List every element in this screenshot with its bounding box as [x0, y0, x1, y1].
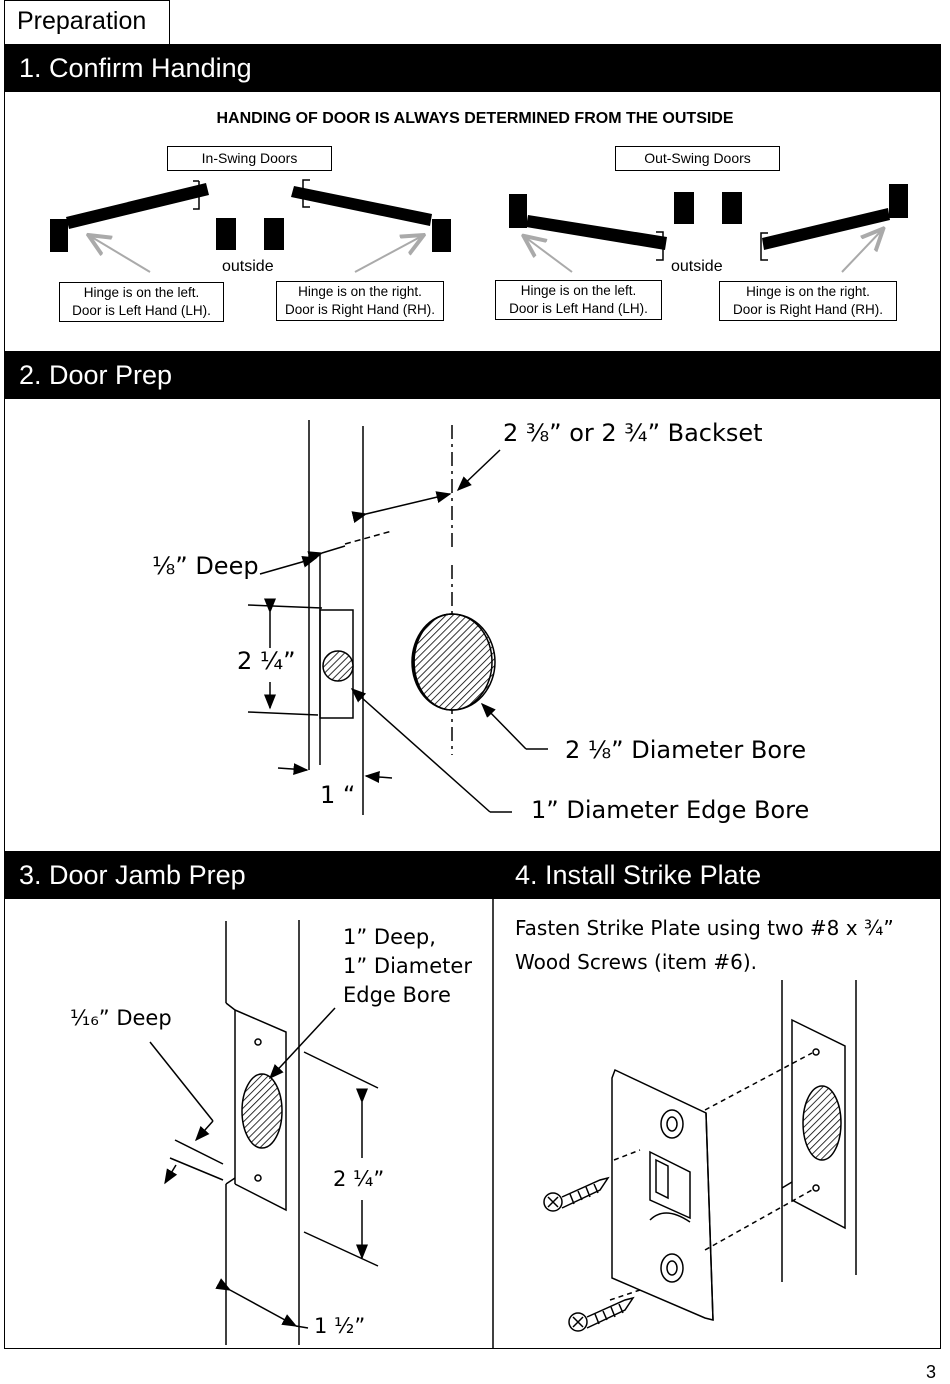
lh-note-line2: Door is Left Hand (LH).: [72, 303, 211, 318]
instruction-line1: Fasten Strike Plate using two #8 x ¾”: [515, 916, 894, 940]
section-header-confirm-handing: 1. Confirm Handing: [4, 44, 941, 92]
lh-note-line1: Hinge is on the left.: [83, 285, 200, 300]
preparation-tab: Preparation: [4, 0, 170, 44]
one-inch-label: 1 “: [320, 781, 356, 809]
out-swing-rh-diagram: [760, 184, 908, 273]
edge-bore-line3: Edge Bore: [343, 983, 451, 1007]
out-swing-label: Out-Swing Doors: [615, 146, 780, 171]
rh-note-line1: Hinge is on the right.: [746, 284, 870, 299]
jamb-width-label: 1 ½”: [314, 1314, 366, 1338]
out-swing-lh-diagram: [509, 194, 667, 273]
in-swing-lh-note: Hinge is on the left. Door is Left Hand …: [59, 282, 224, 322]
in-swing-jambs: [216, 218, 284, 250]
wood-screw-top: [543, 1176, 610, 1212]
jamb-edge-bore-label: 1” Deep, 1” Diameter Edge Bore: [343, 923, 472, 1010]
deep-label: ⅛” Deep: [152, 552, 259, 580]
rh-note-line2: Door is Right Hand (RH).: [732, 302, 884, 317]
rh-note-line2: Door is Right Hand (RH).: [284, 302, 436, 317]
handing-heading: HANDING OF DOOR IS ALWAYS DETERMINED FRO…: [216, 110, 734, 127]
in-swing-rh-note: Hinge is on the right. Door is Right Han…: [276, 281, 444, 321]
height-label: 2 ¼”: [237, 647, 296, 675]
edge-bore-line2: 1” Diameter: [343, 954, 472, 978]
strike-plate-diagram: [543, 980, 857, 1332]
in-swing-label: In-Swing Doors: [167, 146, 332, 171]
in-swing-lh-diagram: [50, 180, 209, 273]
in-swing-rh-diagram: [291, 179, 451, 273]
door-jamb-diagram: [149, 920, 379, 1345]
wood-screw-bottom: [568, 1296, 635, 1332]
page-number: 3: [926, 1362, 937, 1382]
section-header-door-prep: 2. Door Prep: [4, 351, 941, 399]
edge-bore-line1: 1” Deep,: [343, 925, 436, 949]
bore-label: 2 ⅛” Diameter Bore: [565, 736, 807, 764]
jamb-deep-label: ¹⁄₁₆” Deep: [70, 1006, 172, 1030]
section-header-install-strike-plate: 4. Install Strike Plate: [499, 851, 941, 899]
out-swing-lh-note: Hinge is on the left. Door is Left Hand …: [495, 280, 662, 320]
outside-label-in-swing: outside: [222, 258, 274, 275]
rh-note-line1: Hinge is on the right.: [298, 284, 422, 299]
out-swing-rh-note: Hinge is on the right. Door is Right Han…: [719, 281, 897, 321]
lh-note-line2: Door is Left Hand (LH).: [509, 301, 648, 316]
strike-plate-instructions: Fasten Strike Plate using two #8 x ¾” Wo…: [515, 911, 894, 979]
out-swing-jambs: [674, 192, 742, 224]
jamb-height-label: 2 ¼”: [333, 1167, 385, 1191]
instruction-line2: Wood Screws (item #6).: [515, 950, 758, 974]
backset-label: 2 ⅜” or 2 ¾” Backset: [503, 419, 763, 447]
edge-bore-label: 1” Diameter Edge Bore: [531, 796, 810, 824]
outside-label-out-swing: outside: [671, 258, 723, 275]
lh-note-line1: Hinge is on the left.: [520, 283, 637, 298]
door-prep-diagram: [247, 420, 548, 815]
